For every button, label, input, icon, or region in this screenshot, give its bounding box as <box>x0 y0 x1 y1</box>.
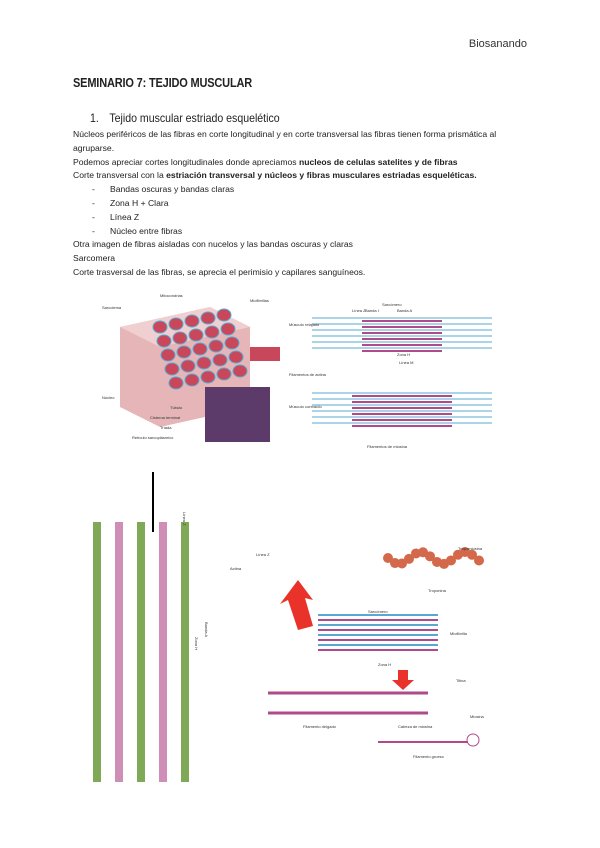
muscle-fiber-illustration: Mitocondrias Miofibrillas Sarcolema Núcl… <box>100 287 290 445</box>
fig2-label: Línea Z <box>352 308 366 313</box>
paragraph: Núcleos periféricos de las fibras en cor… <box>73 128 533 156</box>
body-text: Núcleos periféricos de las fibras en cor… <box>73 128 533 280</box>
sarcomere-diagram: Sarcómero Línea Z Banda I Banda A Zona H… <box>287 298 512 451</box>
fig4-label: Filamento delgado <box>303 724 337 729</box>
myofibril-end <box>217 368 231 380</box>
section-title: Tejido muscular estriado esquelético <box>109 111 279 125</box>
myofibril-end <box>165 363 179 375</box>
myofibril-end <box>181 360 195 372</box>
myofibril-end <box>233 365 247 377</box>
figure-sarcomere-vertical: Línea Z Banda A Zona H <box>83 472 218 792</box>
page-title: SEMINARIO 7: TEJIDO MUSCULAR <box>73 76 252 90</box>
fig4-label: Troponina <box>428 588 447 593</box>
fig2-label: Músculo relajado <box>289 322 320 327</box>
fig2-label: Línea M <box>399 360 413 365</box>
myofibril-end <box>197 357 211 369</box>
section-number: 1. <box>90 111 99 125</box>
fig1-label: Mitocondrias <box>160 293 183 298</box>
fig3-label: Línea Z <box>182 512 187 526</box>
fig1-label: Tríada <box>160 425 172 430</box>
fig4-label: Miosina <box>470 714 485 719</box>
myofibril-end <box>201 312 215 324</box>
myofibril-end <box>205 326 219 338</box>
fig1-label: Miofibrillas <box>250 298 269 303</box>
list-item: Zona H + Clara <box>73 197 533 211</box>
myofibril-end <box>201 371 215 383</box>
myofibril-end <box>169 377 183 389</box>
figure-sarcomere-schema: Sarcómero Línea Z Banda I Banda A Zona H… <box>287 298 512 451</box>
list-item: Núcleo entre fibras <box>73 225 533 239</box>
section-heading: 1. Tejido muscular estriado esquelético <box>90 111 280 125</box>
filament-column <box>137 522 145 782</box>
myofibril-end <box>161 349 175 361</box>
myofibril-end <box>185 315 199 327</box>
fig2-label: Músculo contraído <box>289 404 322 409</box>
fig4-label: Sarcómero <box>368 609 388 614</box>
vertical-sarcomere-illustration: Línea Z Banda A Zona H <box>83 472 218 792</box>
myofibril-end <box>209 340 223 352</box>
myofibril-end <box>185 374 199 386</box>
fig4-label: Línea Z <box>256 552 270 557</box>
myofibril-end <box>189 329 203 341</box>
paragraph: Podemos apreciar cortes longitudinales d… <box>73 156 533 170</box>
actin-bead <box>474 556 484 566</box>
fig4-label: Zona H <box>378 662 391 667</box>
figure-molecular-organization: Línea Z Actina Troponina Tropomiosina Sa… <box>228 530 518 774</box>
filament-column <box>159 522 167 782</box>
myosin-head <box>467 734 479 746</box>
bold-text: nucleos de celulas satelites y de fibras <box>299 157 458 167</box>
fig2-label: Filamentos de actina <box>289 372 327 377</box>
list-item: Línea Z <box>73 211 533 225</box>
bullet-list: Bandas oscuras y bandas claras Zona H + … <box>73 183 533 238</box>
filament-column <box>93 522 101 782</box>
fig3-label: Banda A <box>204 622 209 637</box>
fig4-label: Titina <box>456 678 466 683</box>
red-arrow <box>280 580 313 630</box>
fig2-label: Zona H <box>397 352 410 357</box>
fig1-label: Túbulo <box>170 405 183 410</box>
brand-header: Biosanando <box>469 38 527 50</box>
fig2-label: Banda I <box>365 308 379 313</box>
myofibril-end <box>221 323 235 335</box>
myofibril-end <box>213 354 227 366</box>
fig3-label: Zona H <box>194 637 199 650</box>
myofibril-end <box>177 346 191 358</box>
myofibril-end <box>229 351 243 363</box>
text-span: Podemos apreciar cortes longitudinales d… <box>73 157 299 167</box>
paragraph: Corte trasversal de las fibras, se aprec… <box>73 266 533 280</box>
list-item: Bandas oscuras y bandas claras <box>73 183 533 197</box>
myofibril-end <box>217 309 231 321</box>
myofibril-end <box>153 321 167 333</box>
fig2-label: Banda A <box>397 308 412 313</box>
fig1-label: Cisterna terminal <box>150 415 180 420</box>
paragraph: Sarcomera <box>73 252 533 266</box>
fig4-label: Actina <box>230 566 242 571</box>
fig4-label: Tropomiosina <box>458 546 483 551</box>
fig2-label: Sarcómero <box>382 302 402 307</box>
filament-column <box>115 522 123 782</box>
myofibril-end <box>193 343 207 355</box>
myofibril-end <box>225 337 239 349</box>
paragraph: Corte transversal con la estriación tran… <box>73 169 533 183</box>
figure-muscle-fiber: Mitocondrias Miofibrillas Sarcolema Núcl… <box>100 287 290 445</box>
fig4-label: Cabeza de miosina <box>398 724 433 729</box>
myofibril-end <box>173 332 187 344</box>
myofibril-end <box>157 335 171 347</box>
fig2-label: Filamentos de miosina <box>367 444 408 449</box>
myofibril-end <box>169 318 183 330</box>
filament-column <box>181 522 189 782</box>
molecular-diagram: Línea Z Actina Troponina Tropomiosina Sa… <box>228 530 518 774</box>
bold-text: estriación transversal y núcleos y fibra… <box>166 170 477 180</box>
fig4-label: Filamento grueso <box>413 754 445 759</box>
fig1-label: Retículo sarcoplásmico <box>132 435 174 440</box>
fig1-label: Sarcolema <box>102 305 122 310</box>
red-arrow <box>392 670 414 690</box>
paragraph: Otra imagen de fibras aisladas con nucel… <box>73 238 533 252</box>
fig1-label: Núcleo <box>102 395 115 400</box>
text-span: Corte transversal con la <box>73 170 166 180</box>
fig4-label: Miofibrilla <box>450 631 468 636</box>
